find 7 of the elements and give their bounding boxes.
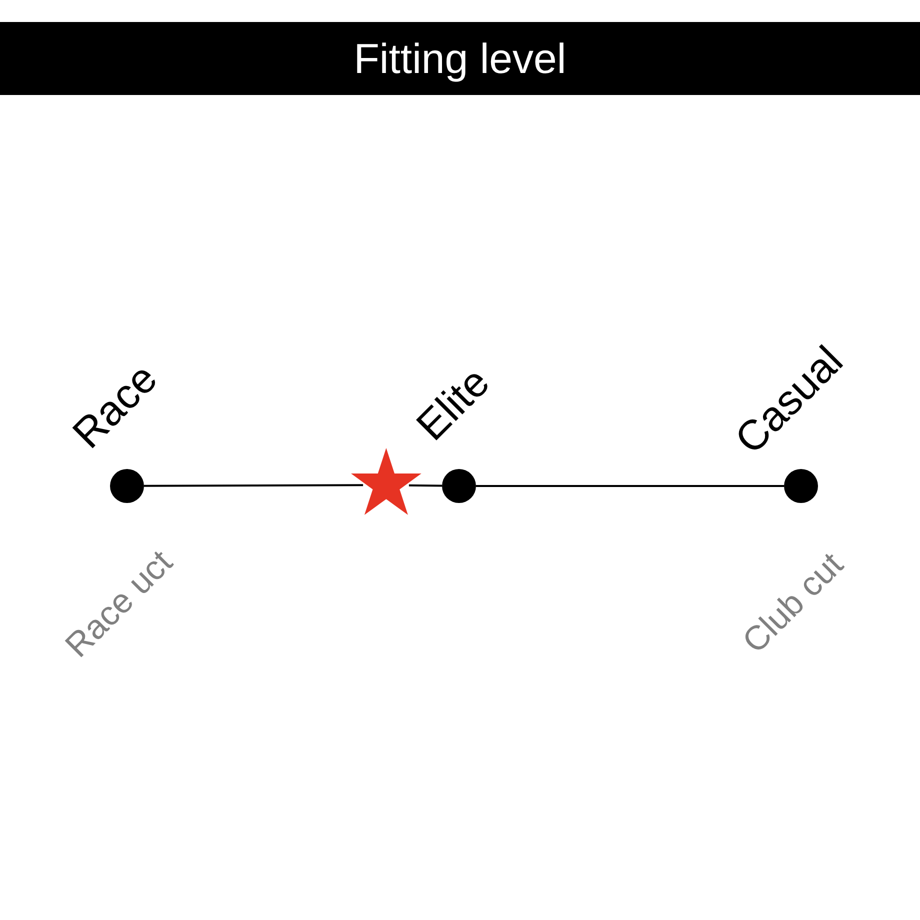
connector-line: [476, 485, 784, 487]
connector-line: [408, 484, 442, 487]
star-icon: [350, 448, 422, 515]
cut-label: Club cut: [736, 546, 850, 660]
level-label: Elite: [409, 360, 497, 448]
connector-line: [144, 484, 364, 487]
title: Fitting level: [354, 38, 566, 80]
